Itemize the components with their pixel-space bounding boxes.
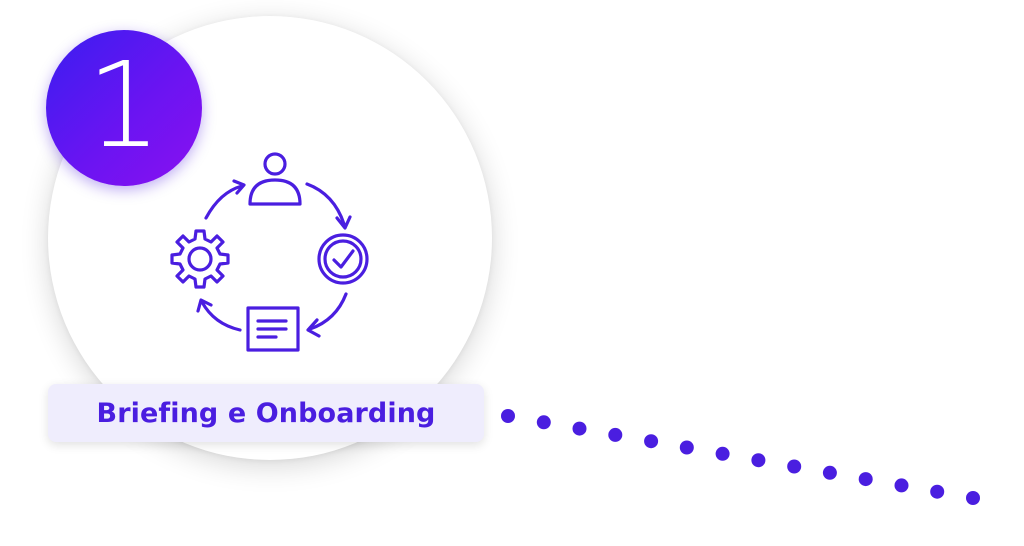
user-icon xyxy=(248,152,302,206)
step-number: 1 xyxy=(86,36,162,174)
cycle-arrows xyxy=(196,179,352,338)
gear-icon xyxy=(170,229,230,289)
connector-dot xyxy=(966,491,980,505)
connector-dot xyxy=(751,453,766,468)
step-label-pill: Briefing e Onboarding xyxy=(48,384,484,442)
connector-dot xyxy=(501,409,515,423)
step-number-badge: 1 xyxy=(46,30,202,186)
connector-dot xyxy=(822,465,837,480)
connector-dot xyxy=(572,421,587,436)
connector-dot xyxy=(930,484,945,499)
check-circle-icon xyxy=(317,233,369,285)
document-icon xyxy=(246,306,300,352)
connector-dot xyxy=(715,446,730,461)
connector-dot xyxy=(608,427,623,442)
step-label: Briefing e Onboarding xyxy=(96,397,436,429)
connector-dot xyxy=(858,472,873,487)
connector-dot xyxy=(679,440,694,455)
connector-dot xyxy=(536,415,551,430)
process-cycle-icon xyxy=(170,152,369,352)
connector-dot xyxy=(644,434,659,449)
connector-dot xyxy=(787,459,802,474)
connector-dot xyxy=(894,478,909,493)
